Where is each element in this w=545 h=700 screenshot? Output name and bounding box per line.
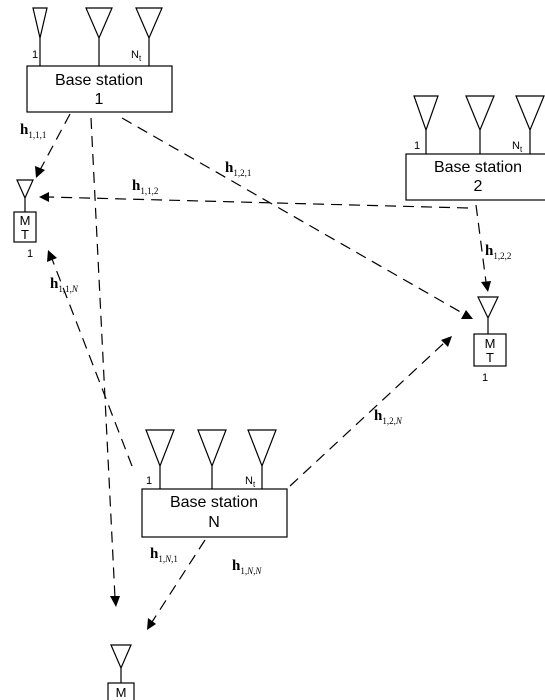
antenna-icon <box>477 296 499 334</box>
base-station-box <box>405 153 545 201</box>
arrowhead-icon <box>110 596 120 607</box>
channel-label-h-1-n-1: h1,N,1 <box>150 546 178 564</box>
antenna-icon <box>16 179 34 212</box>
antenna-icon <box>135 7 163 66</box>
arrowhead-icon <box>47 250 57 262</box>
base-station-box <box>26 65 173 113</box>
mobile-terminal-left: M T 1 <box>13 179 37 260</box>
terminal-index: 1 <box>482 372 488 384</box>
arrowhead-icon <box>481 281 491 292</box>
antenna-label-first: 1 <box>32 49 38 61</box>
antenna-label-first: 1 <box>146 475 152 487</box>
link-bs1-mt-right <box>121 117 465 315</box>
base-station-label: Base station <box>434 159 522 176</box>
link-bs2-mt-right <box>475 204 487 283</box>
link-bs1-mt-bottom <box>90 117 116 599</box>
link-bs2-mt-left <box>47 196 469 209</box>
base-station-2: 1 Nt Base station 2 <box>405 95 545 201</box>
terminal-label-top: M <box>116 685 127 700</box>
channel-label-h-1-2-n: h1,2,N <box>374 408 403 426</box>
base-station-index: 2 <box>474 178 483 195</box>
base-station-index: 1 <box>95 91 104 108</box>
terminal-box <box>107 682 135 700</box>
antenna-icon <box>145 429 175 489</box>
base-station-box <box>141 488 288 538</box>
arrowhead-icon <box>35 166 45 178</box>
link-bsn-mt-right <box>289 342 445 487</box>
channel-label-h-1-2-2: h1,2,2 <box>485 243 511 261</box>
channel-label-h-1-2-1: h1,2,1 <box>225 160 251 178</box>
channel-label-h-1-1-1: h1,1,1 <box>20 122 46 140</box>
antenna-icon <box>247 429 277 489</box>
base-station-index: N <box>208 514 220 531</box>
link-bsn-mt-bottom <box>151 539 206 623</box>
terminal-label-bottom: T <box>21 227 29 242</box>
terminal-index: 1 <box>27 248 33 260</box>
arrowhead-icon <box>39 192 49 202</box>
channel-links <box>35 113 491 630</box>
terminal-box <box>473 333 507 367</box>
arrowhead-icon <box>441 336 452 347</box>
antenna-icon <box>85 7 113 66</box>
antenna-label-last: Nt <box>512 140 523 154</box>
antenna-label-last: Nt <box>245 475 256 489</box>
terminal-label-top: M <box>20 213 31 228</box>
base-station-label: Base station <box>170 494 258 511</box>
terminal-label-bottom: T <box>486 350 494 365</box>
mobile-terminal-right: M T 1 <box>473 296 507 384</box>
antenna-icon <box>515 95 545 154</box>
antenna-icon <box>197 429 227 489</box>
antenna-icon <box>110 644 132 683</box>
base-station-1: 1 Nt Base station 1 <box>26 7 173 113</box>
base-station-n: 1 Nt Base station N <box>141 429 288 538</box>
mobile-terminal-bottom: M <box>107 644 135 700</box>
antenna-label-first: 1 <box>414 140 420 152</box>
antenna-icon <box>32 7 48 66</box>
link-bs1-mt-left <box>39 113 71 171</box>
terminal-box <box>13 211 37 243</box>
antenna-icon <box>465 95 495 154</box>
channel-label-h-1-n-n: h1,N,N <box>232 558 262 576</box>
channel-label-h-1-1-n: h1,1,N <box>50 276 79 294</box>
channel-label-h-1-1-2: h1,1,2 <box>132 178 158 196</box>
antenna-icon <box>413 95 439 154</box>
arrowhead-icon <box>461 310 473 319</box>
antenna-label-last: Nt <box>131 49 142 63</box>
link-bsn-mt-left <box>51 258 133 467</box>
base-station-label: Base station <box>55 72 143 89</box>
terminal-label-top: M <box>485 336 496 351</box>
arrowhead-icon <box>147 618 156 630</box>
